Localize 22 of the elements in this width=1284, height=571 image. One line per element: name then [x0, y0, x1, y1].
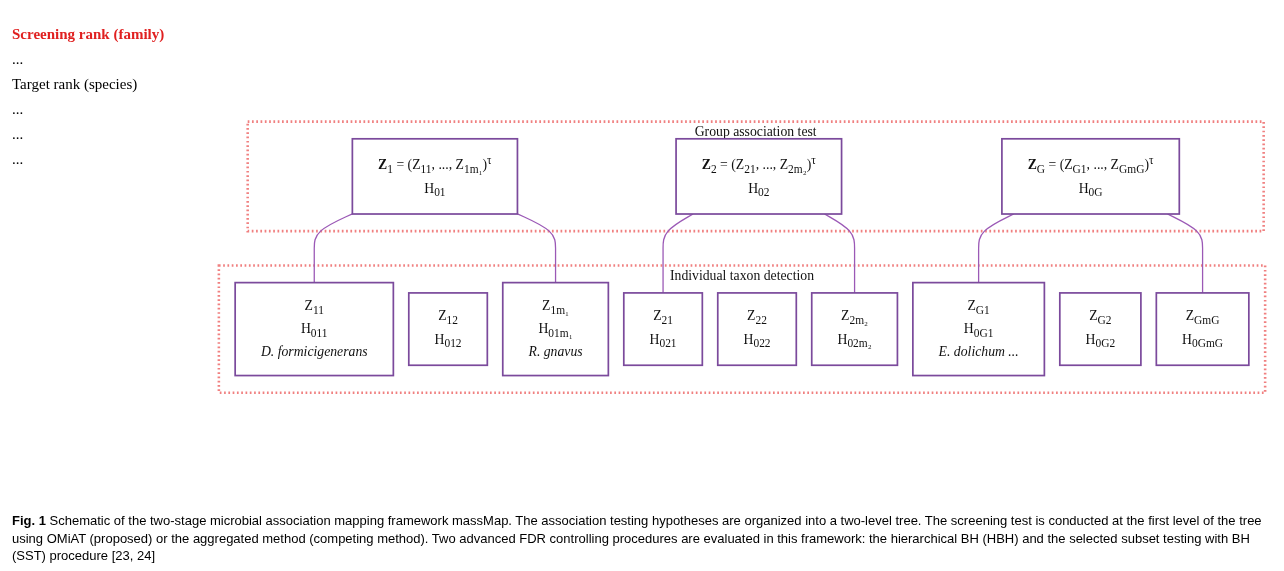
node-box: Z$_{GmG}$ H$_{0GmG}$ [1155, 292, 1250, 367]
figure-caption: Fig. 1 Schematic of the two-stage microbial association mapping framework massMap. The association testing hypotheses are organized into a two-level tree. The screening test is conducted at the first level of the tree using OMiAT (proposed) or the aggregated method (competing method). Two advanced FDR controlling procedures are evaluated in this framework: the hierarchical BH (HBH) and the selected subset testing with BH (SST) procedure [23, 24] [12, 512, 1263, 565]
node-box: Z$_{G1}$ H$_{0G1}$ E. dolichum ... [912, 281, 1046, 377]
rank-label: Target rank (species) [12, 76, 139, 93]
connector [516, 213, 557, 284]
node-box: Z$_{11}$ H$_{011}$ D. formicigenerans [234, 281, 395, 377]
ellipsis: ... [12, 51, 25, 68]
node-box: Z$_{22}$ H$_{022}$ [716, 292, 798, 367]
connector [313, 213, 353, 284]
node-box: Z$_{G2}$ H$_{0G2}$ [1058, 292, 1142, 367]
ellipsis: ... [12, 101, 25, 118]
node-box: Z$_{21}$ H$_{021}$ [622, 292, 704, 367]
node-box: Z$_{G}$ = (Z$_{G1}$, ..., Z$_{GmG}$)$^{τ}$ H$_{0G}$ [1001, 137, 1181, 215]
ellipsis: ... [12, 126, 25, 143]
node-box: Z$_{2}$ = (Z$_{21}$, ..., Z$_{2m₂}$)$^{τ}$ H$_{02}$ [675, 137, 843, 215]
ellipsis: ... [12, 151, 25, 168]
node-box: Z$_{1}$ = (Z$_{11}$, ..., Z$_{1m₁}$)$^{τ}$ H$_{01}$ [351, 137, 519, 215]
node-box: Z$_{1m₁}$ H$_{01m₁}$ R. gnavus [501, 281, 610, 377]
node-box: Z$_{12}$ H$_{012}$ [407, 292, 489, 367]
node-box: Z$_{2m₂}$ H$_{02m₂}$ [810, 292, 899, 367]
connector [662, 213, 694, 294]
rank-label: Screening rank (family) [12, 26, 166, 43]
